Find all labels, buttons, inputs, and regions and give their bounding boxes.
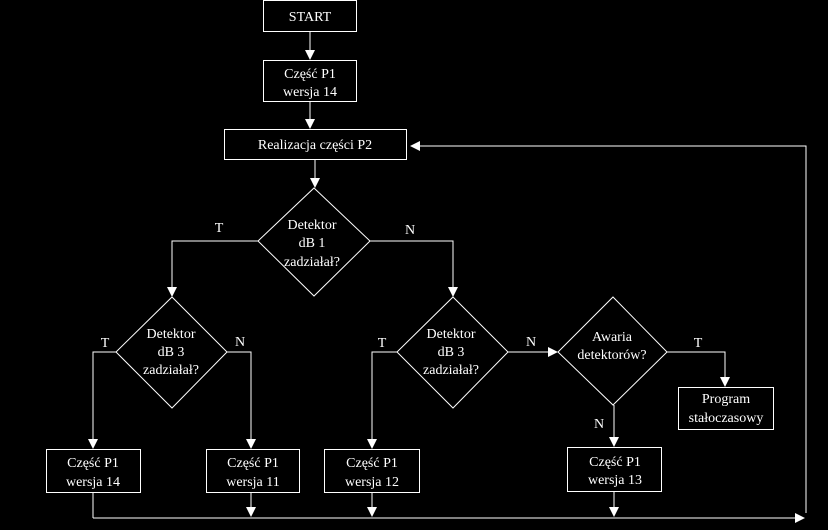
node-p1-11-line-2: wersja 11 — [226, 475, 280, 490]
arrowhead-to-realizacja — [305, 119, 315, 129]
label-det1-no: N — [405, 223, 415, 238]
label-det3-left-no: N — [235, 335, 245, 350]
node-p1-14-top-line-1: Część P1 — [284, 67, 336, 82]
connector-det3-left-no — [227, 351, 252, 440]
node-det3-right-diamond — [396, 296, 509, 409]
node-start: START — [263, 0, 357, 32]
node-p1-14-top: Część P1 wersja 14 — [263, 60, 357, 102]
node-det3-left-line-3: zadziałał? — [143, 363, 199, 378]
arrowhead-to-p1-14-bottom — [88, 439, 98, 449]
node-p1-14-top-line-2: wersja 14 — [283, 85, 337, 100]
label-awaria-yes: T — [694, 336, 703, 351]
node-realizacja-label: Realizacja części P2 — [258, 138, 372, 153]
arrowhead-loop-to-realizacja — [410, 141, 420, 151]
node-p1-11-box — [206, 449, 300, 493]
node-awaria: Awaria detektorów? — [557, 296, 668, 406]
label-det3-left-yes: T — [101, 336, 110, 351]
node-det3-left-line-2: dB 3 — [158, 345, 185, 360]
branch-labels: T N T N T N T N — [101, 221, 703, 432]
arrowhead-to-det3-left — [167, 287, 177, 297]
node-det1-line-1: Detektor — [288, 218, 337, 233]
node-p1-11-line-1: Część P1 — [227, 456, 279, 471]
node-p1-13-line-2: wersja 13 — [588, 473, 642, 488]
label-det1-yes: T — [215, 221, 224, 236]
node-awaria-line-1: Awaria — [592, 330, 633, 345]
node-awaria-line-2: detektorów? — [577, 348, 646, 363]
node-p1-12: Część P1 wersja 12 — [324, 449, 420, 493]
node-program-line-2: stałoczasowy — [689, 411, 764, 426]
node-p1-14-bottom: Część P1 wersja 14 — [46, 449, 141, 493]
arrowhead-to-awaria — [548, 347, 558, 357]
node-program-box — [678, 387, 774, 430]
arrowhead-to-program — [720, 377, 730, 387]
label-det3-right-yes: T — [378, 336, 387, 351]
node-p1-14-bottom-line-2: wersja 14 — [66, 475, 120, 490]
node-det3-right: Detektor dB 3 zadziałał? — [396, 296, 509, 409]
node-realizacja: Realizacja części P2 — [224, 129, 407, 160]
node-p1-12-line-1: Część P1 — [346, 456, 398, 471]
arrowhead-bus-under-p1-11 — [246, 507, 256, 517]
connector-det3-left-yes — [92, 351, 116, 440]
node-det3-left: Detektor dB 3 zadziałał? — [115, 296, 228, 409]
connector-det1-yes — [171, 240, 258, 289]
node-det1-line-2: dB 1 — [299, 236, 326, 251]
node-det3-right-line-1: Detektor — [427, 327, 476, 342]
node-program: Program stałoczasowy — [678, 387, 774, 430]
arrowhead-bus-right-end — [795, 513, 805, 523]
connectors — [92, 32, 807, 519]
node-p1-14-bottom-line-1: Część P1 — [67, 456, 119, 471]
connector-det1-no — [370, 240, 454, 289]
node-p1-14-top-box — [263, 60, 357, 102]
node-p1-11: Część P1 wersja 11 — [206, 449, 300, 493]
label-det3-right-no: N — [526, 335, 536, 350]
node-det1: Detektor dB 1 zadziałał? — [257, 187, 371, 297]
node-p1-13: Część P1 wersja 13 — [567, 447, 662, 492]
node-p1-12-line-2: wersja 12 — [345, 475, 399, 490]
node-det3-right-line-3: zadziałał? — [423, 363, 479, 378]
arrowhead-to-p1-top — [305, 50, 315, 60]
node-det3-left-diamond — [115, 296, 228, 409]
node-det1-line-3: zadziałał? — [284, 255, 340, 270]
arrowhead-to-p1-11 — [246, 439, 256, 449]
node-p1-12-box — [324, 449, 420, 493]
node-start-label: START — [289, 10, 332, 25]
arrowheads — [88, 50, 805, 523]
node-p1-14-bottom-box — [46, 449, 141, 493]
connector-det3-right-yes — [371, 351, 397, 440]
arrowhead-bus-under-p1-12 — [367, 507, 377, 517]
node-p1-13-line-1: Część P1 — [589, 455, 641, 470]
node-awaria-diamond — [557, 296, 668, 406]
node-p1-13-box — [567, 447, 662, 492]
node-realizacja-box — [224, 129, 407, 160]
arrowhead-to-p1-12 — [367, 439, 377, 449]
arrowhead-to-det1 — [310, 178, 320, 188]
arrowhead-bus-under-p1-13 — [609, 507, 619, 517]
label-awaria-no: N — [594, 417, 604, 432]
node-det1-diamond — [257, 187, 371, 297]
arrowhead-to-det3-right — [448, 287, 458, 297]
node-det3-left-line-1: Detektor — [147, 327, 196, 342]
node-start-box — [263, 0, 357, 32]
node-program-line-1: Program — [702, 392, 750, 407]
node-det3-right-line-2: dB 3 — [438, 345, 465, 360]
connector-loop-back — [420, 145, 807, 513]
arrowhead-to-p1-13 — [609, 437, 619, 447]
connector-awaria-yes — [667, 351, 726, 378]
